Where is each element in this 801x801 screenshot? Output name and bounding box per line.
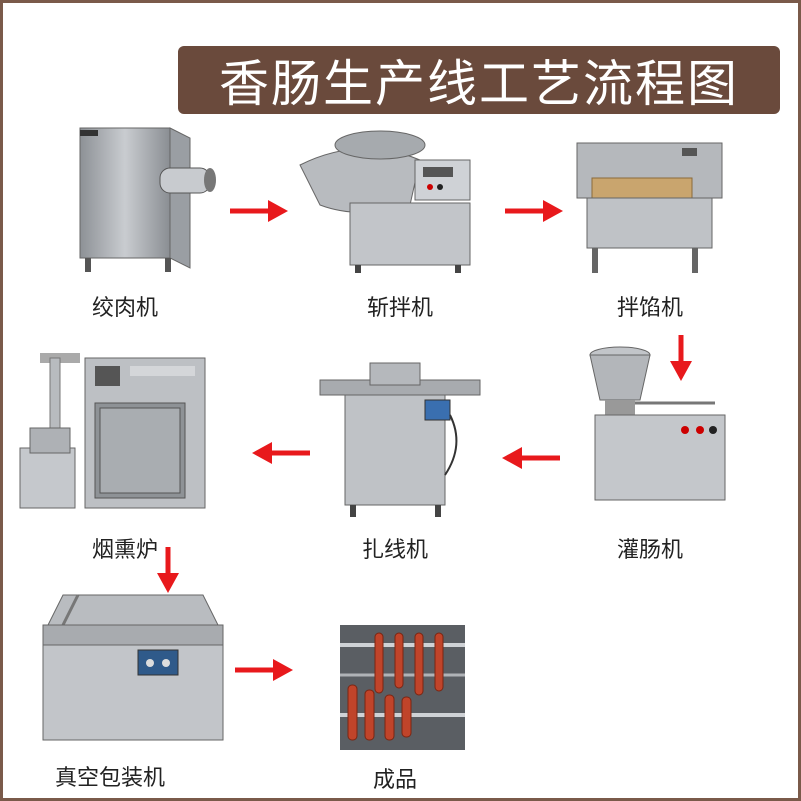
meat-grinder-icon [60, 118, 230, 278]
step-label-finished-product: 成品 [373, 762, 417, 794]
step-label-smokehouse: 烟熏炉 [92, 532, 158, 564]
vacuum-packing-machine-icon [38, 585, 228, 750]
arrow-right-icon [503, 198, 565, 224]
step-label-bowl-cutter: 斩拌机 [367, 290, 433, 322]
page-title: 香肠生产线工艺流程图 [219, 44, 739, 116]
arrow-right-icon [228, 198, 290, 224]
arrow-left-icon [250, 440, 312, 466]
arrow-right-icon [233, 657, 295, 683]
sausage-tying-machine-icon [315, 355, 485, 520]
step-label-vacuum-packing-machine: 真空包装机 [55, 760, 165, 792]
title-banner: 香肠生产线工艺流程图 [178, 46, 780, 114]
step-label-stuffing-mixer: 拌馅机 [617, 290, 683, 322]
step-label-meat-grinder: 绞肉机 [92, 290, 158, 322]
sausage-filler-icon [585, 345, 735, 510]
step-label-sausage-tying-machine: 扎线机 [362, 532, 428, 564]
bowl-cutter-icon [290, 125, 480, 275]
arrow-left-icon [500, 445, 562, 471]
finished-sausages-icon [340, 625, 465, 750]
step-label-sausage-filler: 灌肠机 [617, 532, 683, 564]
stuffing-mixer-icon [572, 138, 732, 278]
smokehouse-icon [10, 348, 210, 518]
